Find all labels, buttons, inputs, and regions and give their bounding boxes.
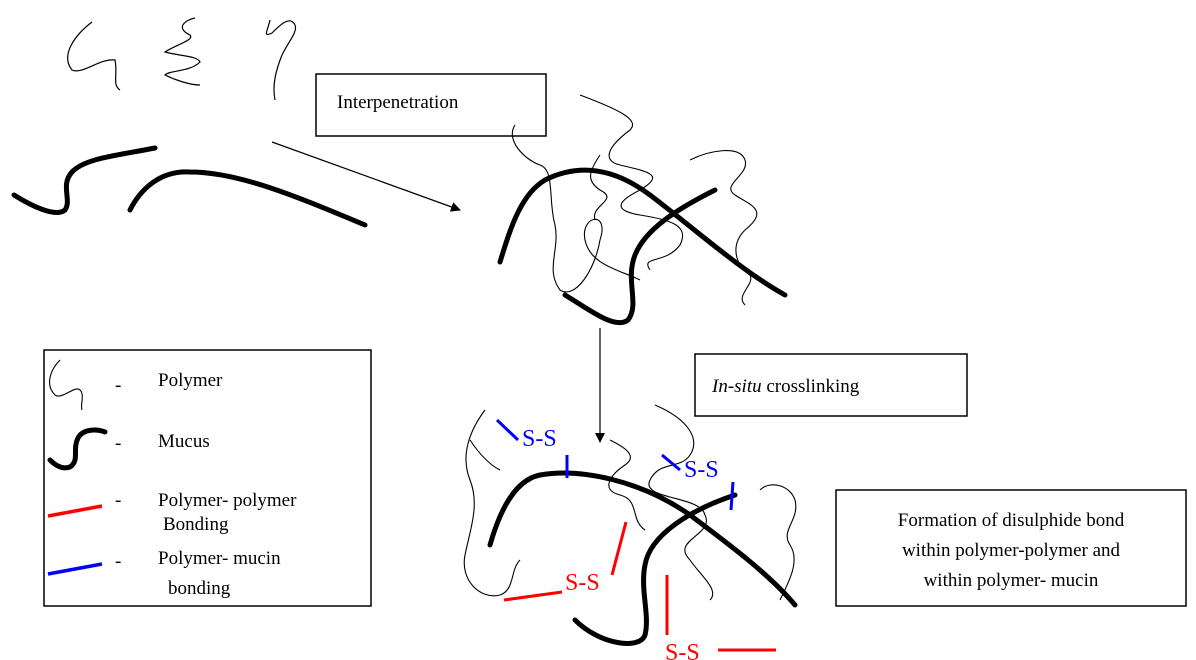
interpenetration-label: Interpenetration [337,92,459,113]
legend-label-polymer-mucin-2: bonding [168,578,231,599]
crosslinked-structure: S-S S-S S-S S-S [464,405,796,660]
polymer-strand-5 [470,440,500,470]
red-bond-1 [612,522,626,575]
crosslinking-label: In-situ crosslinking [711,376,860,397]
polymer-strand-d [591,155,607,220]
polymer-chain-2 [165,18,200,85]
mucus-chain-2 [130,172,365,225]
legend-label-polymer: Polymer [158,370,223,391]
ss-label-blue-1: S-S [522,426,557,452]
ss-label-red-1: S-S [565,570,600,596]
polymer-chain-1 [68,22,120,90]
legend: - Polymer - Mucus - Polymer- polymer Bon… [44,350,371,606]
legend-dash-2: - [115,433,121,454]
formation-line-1: Formation of disulphide bond [898,510,1125,531]
legend-label-polymer-mucin: Polymer- mucin [158,548,281,569]
free-polymer-chains [68,18,296,100]
polymer-strand-c [690,151,757,305]
legend-dash-1: - [115,375,121,396]
polymer-chain-3 [266,20,295,100]
ss-label-blue-2: S-S [684,457,719,483]
blue-bond-4 [731,482,733,510]
legend-label-polymer-polymer: Polymer- polymer [158,490,297,511]
blue-bond-1 [497,420,518,440]
legend-label-polymer-polymer-2: Bonding [163,514,229,535]
polymer-strand-1 [464,410,520,596]
polymer-strand-3 [649,405,713,600]
formation-line-3: within polymer- mucin [924,570,1099,591]
legend-dash-4: - [115,551,121,572]
polymer-strand-4 [760,485,796,600]
legend-dash-3: - [115,490,121,511]
free-mucus-chains [14,148,365,225]
polymer-strand-a [512,125,640,292]
red-bond-2 [504,592,562,600]
formation-line-2: within polymer-polymer and [902,540,1121,561]
mucus-strand-b [565,190,715,323]
legend-label-mucus: Mucus [158,431,210,452]
polymer-polymer-bonds [504,522,776,650]
ss-label-red-2: S-S [665,640,700,660]
